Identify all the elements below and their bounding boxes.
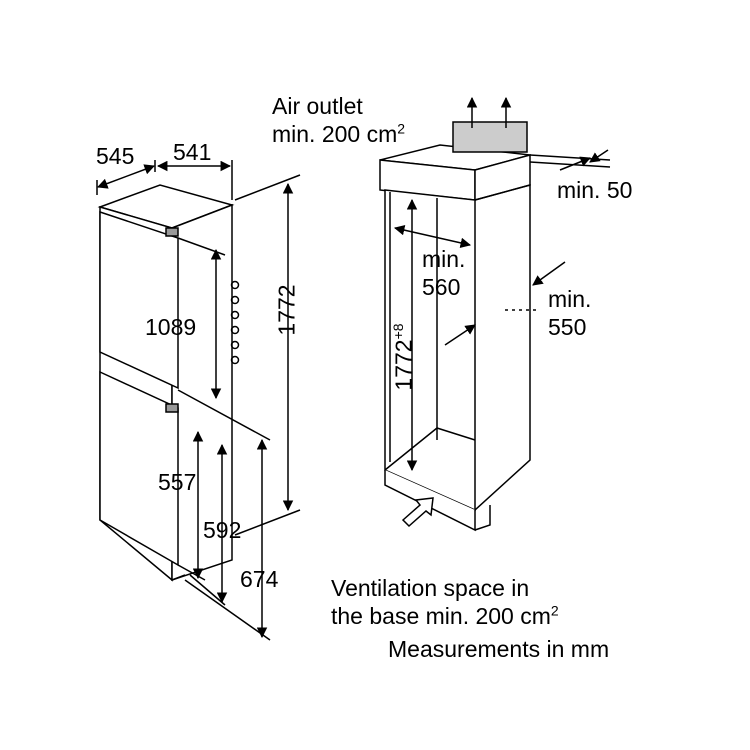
air-outlet-line1: Air outlet [272,93,363,119]
fridge-width-label: 541 [173,139,212,165]
niche-width-label: min. 550 [548,286,592,340]
niche-dimensions [393,96,611,528]
units-label: Measurements in mm [388,636,610,662]
fridge-dimensions [96,160,301,641]
fridge-lower-b-label: 592 [203,517,242,543]
gap-label: min. 50 [557,177,633,203]
mounting-holes [230,280,240,365]
niche-depth-label: min. 560 [422,246,466,300]
fridge-lower-c-label: 674 [240,566,279,592]
fridge-height-label: 1772 [273,284,300,336]
lower-hinge [165,403,179,413]
ventilation-label: Ventilation space in the base min. 200 c… [331,575,559,629]
fridge-depth-label: 545 [96,143,135,169]
fridge-lower-a-label: 557 [158,469,197,495]
upper-hinge [165,227,179,237]
air-outlet-line2: min. 200 cm2 [272,120,406,147]
air-outlet-label: Air outlet min. 200 cm2 [272,92,405,148]
air-outlet-grille [452,121,528,153]
upper-door [99,210,179,390]
niche-height-label: 1772+8 [389,323,417,391]
ventilation-arrow [401,497,434,528]
fridge-upper-door-label: 1089 [145,314,197,340]
